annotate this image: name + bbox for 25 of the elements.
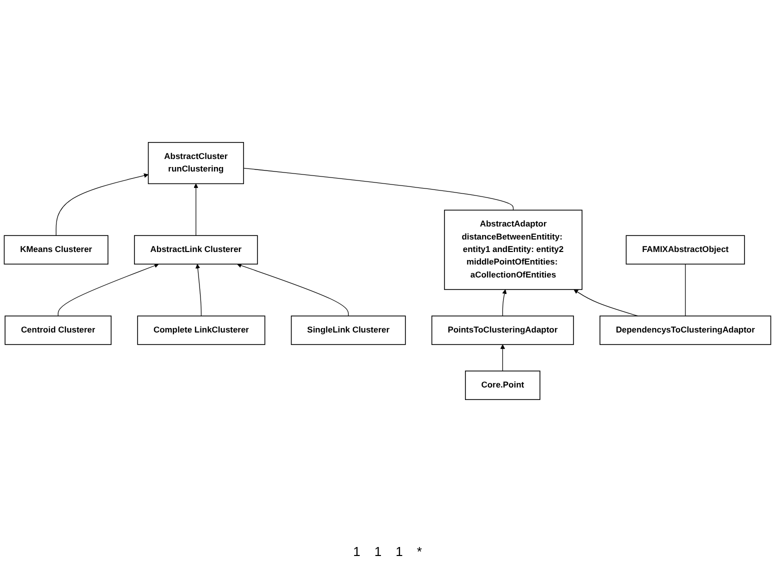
arrow	[56, 173, 149, 236]
node-box: PointsToClusteringAdaptor	[431, 316, 574, 345]
connector	[685, 264, 686, 316]
node-box: Core.Point	[464, 370, 540, 400]
node-box: FAMIXAbstractObject	[626, 235, 745, 265]
arrow	[194, 183, 198, 236]
node-box: DependencysToClusteringAdaptor	[600, 316, 772, 345]
node-box: AbstractLink Clusterer	[134, 235, 258, 265]
multiplicity-label: 1	[396, 544, 403, 559]
multiplicity-label: *	[416, 544, 422, 559]
node-box: KMeans Clusterer	[4, 235, 108, 265]
node-box: Complete LinkClusterer	[137, 316, 266, 345]
node-box: Centroid Clusterer	[4, 316, 112, 345]
arrow	[195, 264, 202, 316]
arrow	[574, 289, 638, 316]
connector	[243, 168, 514, 210]
multiplicity-label: 1	[374, 544, 382, 559]
node-box: AbstractAdaptor distanceBetweenEntitity: entity1 andEntity: entity2 middlePointOfEntities: aCollectionOfEntities	[444, 210, 582, 290]
multiplicity-label: 1	[353, 544, 360, 559]
arrow	[502, 289, 507, 316]
node-box: SingleLink Clusterer	[290, 316, 406, 345]
arrow	[500, 344, 505, 372]
arrow	[236, 263, 349, 316]
node-box: AbstractCluster runClustering	[148, 142, 244, 184]
arrow	[58, 263, 159, 316]
